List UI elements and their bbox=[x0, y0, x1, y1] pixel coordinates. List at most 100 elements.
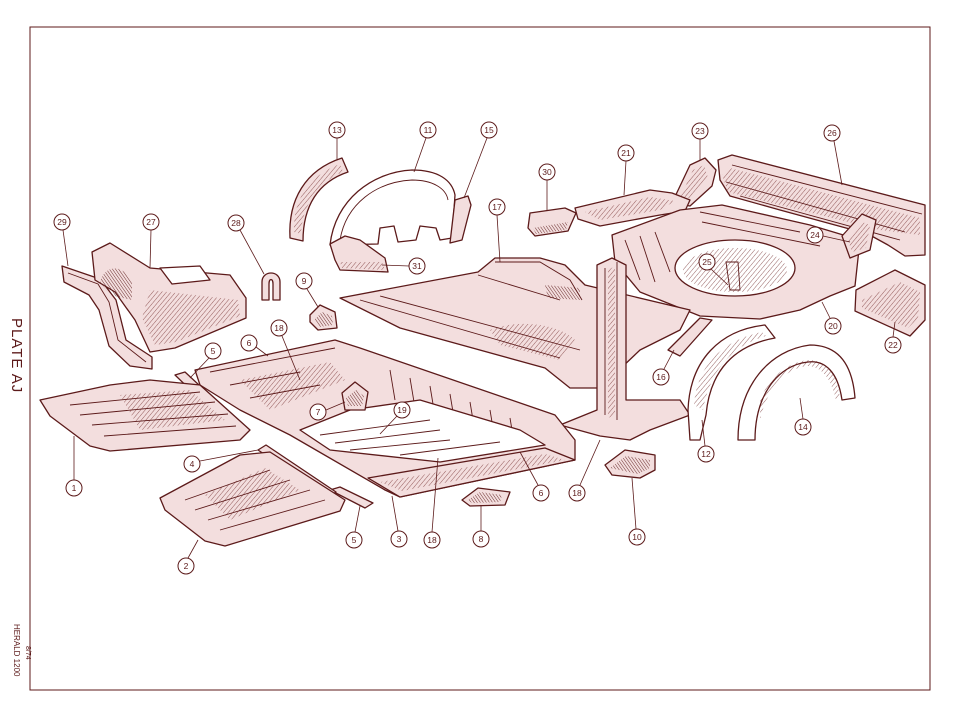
leader-line bbox=[325, 401, 346, 411]
part-18-pillar bbox=[559, 257, 691, 441]
part-24-bracket bbox=[841, 213, 877, 259]
leader-line bbox=[381, 264, 410, 267]
leader-line bbox=[149, 229, 152, 269]
callout-label: 7 bbox=[316, 407, 321, 417]
part-13-wheel-arch bbox=[289, 157, 349, 242]
callout-label: 19 bbox=[397, 405, 407, 415]
callout-16: 16 bbox=[652, 349, 675, 386]
leader-line bbox=[189, 357, 210, 379]
callout-18-upper: 18 bbox=[270, 319, 301, 381]
callout-20: 20 bbox=[821, 301, 842, 335]
callout-22: 22 bbox=[884, 321, 902, 354]
part-16-strip bbox=[667, 317, 713, 357]
callout-4: 4 bbox=[183, 449, 259, 473]
callout-circle bbox=[53, 213, 71, 231]
callout-circle bbox=[177, 557, 195, 575]
callout-30: 30 bbox=[538, 163, 556, 210]
callout-label: 27 bbox=[146, 217, 156, 227]
part-27-bulkhead bbox=[91, 242, 247, 353]
callout-17: 17 bbox=[488, 198, 506, 263]
leader-line bbox=[833, 140, 843, 186]
callout-label: 26 bbox=[827, 128, 837, 138]
callout-8: 8 bbox=[472, 505, 490, 548]
callout-circle bbox=[270, 319, 288, 337]
callout-circle bbox=[227, 214, 245, 232]
callout-15: 15 bbox=[463, 121, 498, 199]
part-8-bracket bbox=[461, 487, 511, 507]
callout-26: 26 bbox=[823, 124, 843, 186]
callout-circle bbox=[884, 336, 902, 354]
callout-circle bbox=[538, 163, 556, 181]
leader-line bbox=[892, 321, 896, 338]
callout-circle bbox=[204, 342, 222, 360]
callout-label: 29 bbox=[57, 217, 67, 227]
part-11-wheel-arch bbox=[329, 169, 456, 246]
callout-circle bbox=[824, 317, 842, 335]
callout-1: 1 bbox=[65, 436, 83, 497]
leader-line bbox=[496, 214, 501, 263]
plate-border bbox=[29, 26, 931, 691]
callout-13: 13 bbox=[328, 121, 346, 160]
leader-line bbox=[431, 457, 439, 533]
leader-line bbox=[354, 505, 361, 533]
part-22-rear-piece bbox=[854, 269, 926, 337]
callout-circle bbox=[488, 198, 506, 216]
callout-circle bbox=[240, 334, 258, 352]
callout-label: 18 bbox=[274, 323, 284, 333]
callout-label: 9 bbox=[302, 276, 307, 286]
leader-line bbox=[623, 160, 627, 196]
callout-31: 31 bbox=[381, 257, 426, 275]
part-31-bracket bbox=[329, 235, 389, 273]
callout-6-upper: 6 bbox=[240, 334, 269, 357]
leader-line bbox=[821, 301, 831, 319]
callout-label: 3 bbox=[397, 534, 402, 544]
part-23-bracket bbox=[671, 157, 717, 207]
callout-circle bbox=[617, 144, 635, 162]
callout-circle bbox=[419, 121, 437, 139]
leader-line bbox=[391, 495, 399, 532]
part-28-clip bbox=[261, 272, 281, 301]
callout-29: 29 bbox=[53, 213, 71, 267]
callout-circle bbox=[652, 368, 670, 386]
callout-label: 30 bbox=[542, 167, 552, 177]
callout-label: 13 bbox=[332, 125, 342, 135]
leader-line bbox=[379, 415, 398, 435]
callout-label: 2 bbox=[184, 561, 189, 571]
callout-label: 10 bbox=[632, 532, 642, 542]
callout-label: 5 bbox=[352, 535, 357, 545]
leader-line bbox=[306, 288, 319, 308]
leader-line bbox=[701, 419, 706, 447]
callout-circle bbox=[823, 124, 841, 142]
part-29-seal bbox=[61, 265, 153, 370]
part-1-front-floor bbox=[39, 379, 251, 452]
footer-code: 8/74 bbox=[24, 646, 31, 660]
callout-label: 14 bbox=[798, 422, 808, 432]
callout-circle bbox=[697, 445, 715, 463]
callout-10: 10 bbox=[628, 477, 646, 546]
callout-label: 23 bbox=[695, 126, 705, 136]
leader-line bbox=[199, 449, 259, 462]
part-12-wheel-arch bbox=[687, 324, 776, 441]
callout-circle bbox=[806, 226, 824, 244]
callout-label: 17 bbox=[492, 202, 502, 212]
callout-circle bbox=[794, 418, 812, 436]
leader-line bbox=[413, 137, 427, 173]
callout-label: 12 bbox=[701, 449, 711, 459]
callout-label: 8 bbox=[479, 534, 484, 544]
callout-circle bbox=[423, 531, 441, 549]
callout-label: 28 bbox=[231, 218, 241, 228]
callout-18-lower: 18 bbox=[423, 457, 441, 549]
part-3-floor-strip bbox=[367, 447, 576, 498]
leader-line bbox=[710, 268, 729, 286]
leader-line bbox=[631, 477, 637, 530]
leader-line bbox=[255, 346, 269, 357]
callout-label: 5 bbox=[211, 346, 216, 356]
callout-circle bbox=[408, 257, 426, 275]
leader-line bbox=[463, 137, 488, 199]
callout-circle bbox=[295, 272, 313, 290]
callout-25: 25 bbox=[698, 253, 729, 286]
callout-label: 31 bbox=[412, 261, 422, 271]
callout-circle bbox=[328, 121, 346, 139]
callout-3: 3 bbox=[390, 495, 408, 548]
